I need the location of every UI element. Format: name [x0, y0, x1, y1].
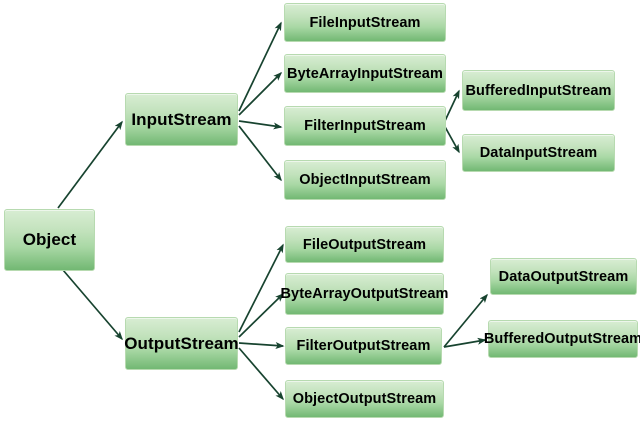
node-label: FilterInputStream [304, 118, 426, 134]
node-label: BufferedInputStream [465, 82, 612, 99]
edge-filterinputstream-to-datainputstream [443, 124, 460, 154]
edge-object-to-outputstream [62, 269, 123, 341]
node-inputstream: InputStream [125, 93, 238, 146]
node-bytearrayinputstream: ByteArrayInputStream [284, 54, 446, 93]
node-label: DataOutputStream [498, 268, 629, 285]
edge-outputstream-to-filteroutputstream [238, 341, 285, 349]
node-label: FilterOutputStream [296, 338, 431, 354]
node-label: ByteArrayInputStream [287, 65, 443, 82]
node-label: Object [22, 230, 77, 249]
edge-inputstream-to-filterinputstream [238, 120, 283, 130]
node-filterinputstream: FilterInputStream [284, 106, 446, 146]
node-bytearrayoutputstream: ByteArrayOutputStream [280, 273, 448, 315]
edge-filterinputstream-to-bufferedinputstream [443, 89, 460, 124]
node-object: Object [4, 209, 95, 271]
node-datainputstream: DataInputStream [462, 134, 615, 172]
node-label: ObjectInputStream [299, 172, 431, 188]
edge-object-to-inputstream [57, 120, 123, 209]
edge-filteroutputstream-to-bufferedoutputstream [443, 337, 487, 348]
node-objectoutputstream: ObjectOutputStream [285, 380, 444, 418]
node-label: ByteArrayOutputStream [280, 286, 449, 302]
node-label: FileOutputStream [302, 236, 427, 253]
node-filteroutputstream: FilterOutputStream [285, 327, 442, 365]
node-label: DataInputStream [479, 145, 598, 161]
node-label: BufferedOutputStream [483, 331, 640, 347]
node-bufferedinputstream: BufferedInputStream [462, 70, 615, 111]
edge-outputstream-to-fileoutputstream [238, 243, 284, 333]
edge-outputstream-to-objectoutputstream [238, 347, 284, 401]
node-bufferedoutputstream: BufferedOutputStream [484, 320, 640, 358]
edge-outputstream-to-bytearrayoutputstream [238, 292, 285, 338]
node-label: FileInputStream [309, 14, 421, 31]
node-dataoutputstream: DataOutputStream [490, 258, 637, 295]
edge-inputstream-to-objectinputstream [238, 125, 282, 182]
edge-inputstream-to-fileinputstream [238, 21, 282, 112]
edge-filteroutputstream-to-dataoutputstream [443, 293, 488, 348]
node-label: InputStream [131, 109, 232, 129]
node-fileoutputstream: FileOutputStream [285, 226, 444, 263]
node-outputstream: OutputStream [124, 317, 239, 370]
edge-inputstream-to-bytearrayinputstream [238, 71, 283, 116]
node-label: OutputStream [124, 333, 239, 353]
node-label: ObjectOutputStream [292, 391, 437, 407]
node-fileinputstream: FileInputStream [284, 3, 446, 42]
node-objectinputstream: ObjectInputStream [284, 160, 446, 200]
